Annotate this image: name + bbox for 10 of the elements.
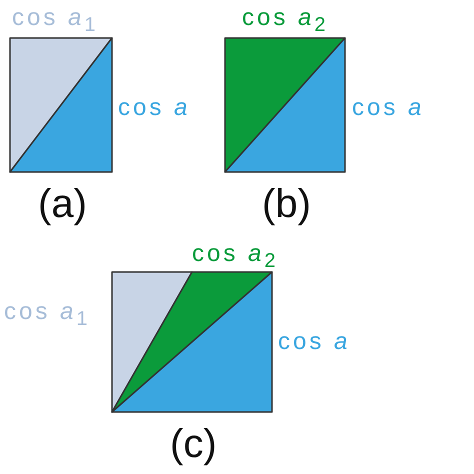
panel-label: (b) (262, 184, 311, 224)
formula-label: cos a (278, 330, 350, 354)
panel-label: (a) (38, 184, 87, 224)
formula-label: cos a$_{1}$ (12, 6, 98, 35)
formula-label: cos a$_{1}$ (4, 300, 90, 329)
panel-label: (c) (170, 424, 217, 464)
formula-label: cos a (118, 96, 190, 120)
formula-label: cos a$_{2}$ (242, 6, 328, 35)
formula-label: cos a (352, 96, 424, 120)
formula-label: cos a$_{2}$ (192, 242, 278, 271)
